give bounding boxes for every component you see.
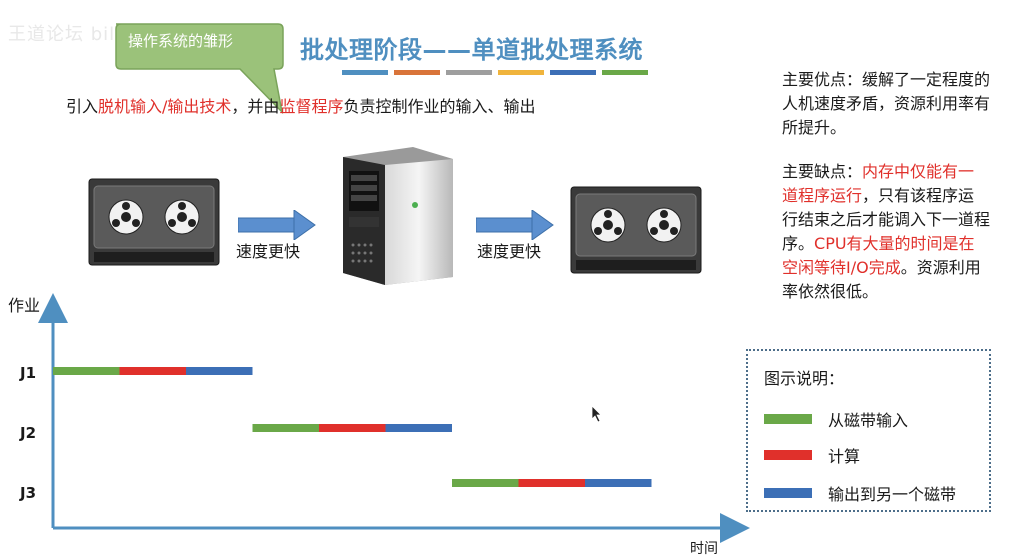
notes-cons: 主要缺点：内存中仅能有一道程序运行，只有该程序运行结束之后才能调入下一道程序。C… [782, 160, 990, 304]
watermark: 王道论坛 bilibili [8, 24, 152, 45]
callout-bubble: 操作系统的雏形 [112, 20, 287, 116]
notes-cons-prefix: 主要缺点： [782, 162, 863, 181]
page-title: 批处理阶段——单道批处理系统 [300, 36, 643, 64]
tape-drive-input-icon [88, 178, 220, 266]
intro-suffix: 负责控制作业的输入、输出 [343, 97, 536, 116]
notes-cons-red2: CPU有大量的时间是在空闲等待I/O完成 [782, 234, 975, 277]
legend-item-input: 从磁带输入 [764, 407, 908, 431]
title-color-bar [342, 70, 648, 75]
y-axis-label: 作业 [8, 296, 41, 315]
intro-highlight-monitor: 监督程序 [279, 97, 344, 116]
gantt-chart [38, 293, 750, 543]
notes-cons-mid: ，只有该程序运行结束之后才能调入下一道程序。 [782, 186, 991, 253]
gantt-bar-j3 [518, 479, 585, 487]
gantt-bar-j2 [319, 424, 386, 432]
title-bar-segment [602, 70, 648, 75]
speed-label-right: 速度更快 [477, 242, 542, 261]
job-label-j3: J3 [20, 484, 37, 502]
legend-swatch-compute [764, 450, 812, 460]
tape-drive-output-icon [570, 186, 702, 274]
legend-label-compute: 计算 [828, 447, 861, 466]
arrow-right-icon [238, 210, 316, 240]
mouse-cursor-icon [591, 405, 602, 423]
title-bar-segment [446, 70, 492, 75]
legend-swatch-output [764, 488, 812, 498]
job-label-j1: J1 [20, 364, 37, 382]
notes-cons-red1: 内存中仅能有一道程序运行 [782, 162, 975, 205]
job-label-j2: J2 [20, 424, 37, 442]
legend-item-output: 输出到另一个磁带 [764, 481, 956, 505]
server-computer-icon [343, 147, 453, 285]
callout-text: 操作系统的雏形 [128, 32, 234, 50]
speed-label-left: 速度更快 [236, 242, 301, 261]
title-bar-segment [394, 70, 440, 75]
gantt-bar-j2 [385, 424, 452, 432]
arrow-right-icon [476, 210, 554, 240]
legend-box: 图示说明： 从磁带输入 计算 输出到另一个磁带 [746, 349, 991, 512]
legend-title: 图示说明： [764, 369, 845, 388]
title-bar-segment [498, 70, 544, 75]
title-bar-segment [550, 70, 596, 75]
gantt-bar-j1 [53, 367, 120, 375]
title-bar-segment [342, 70, 388, 75]
x-axis-label: 时间 [690, 541, 718, 557]
legend-swatch-input [764, 414, 812, 424]
notes-cons-suffix: 。资源利用率依然很低。 [782, 258, 981, 301]
gantt-bar-j3 [585, 479, 652, 487]
notes-pros: 主要优点：缓解了一定程度的人机速度矛盾，资源利用率有所提升。 [782, 70, 991, 137]
intro-highlight-offline-io: 脱机输入/输出技术 [98, 97, 232, 116]
notes-panel: 主要优点：缓解了一定程度的人机速度矛盾，资源利用率有所提升。 主要缺点：内存中仅… [782, 68, 990, 304]
gantt-bar-j2 [252, 424, 319, 432]
gantt-bar-j3 [452, 479, 519, 487]
intro-prefix: 引入 [66, 97, 99, 116]
gantt-bar-j1 [119, 367, 186, 375]
legend-label-input: 从磁带输入 [828, 411, 909, 430]
intro-middle: ，并由 [231, 97, 280, 116]
legend-label-output: 输出到另一个磁带 [828, 485, 957, 504]
legend-item-compute: 计算 [764, 443, 860, 467]
gantt-bar-j1 [186, 367, 253, 375]
intro-text: 引入脱机输入/输出技术，并由监督程序负责控制作业的输入、输出 [66, 93, 535, 117]
